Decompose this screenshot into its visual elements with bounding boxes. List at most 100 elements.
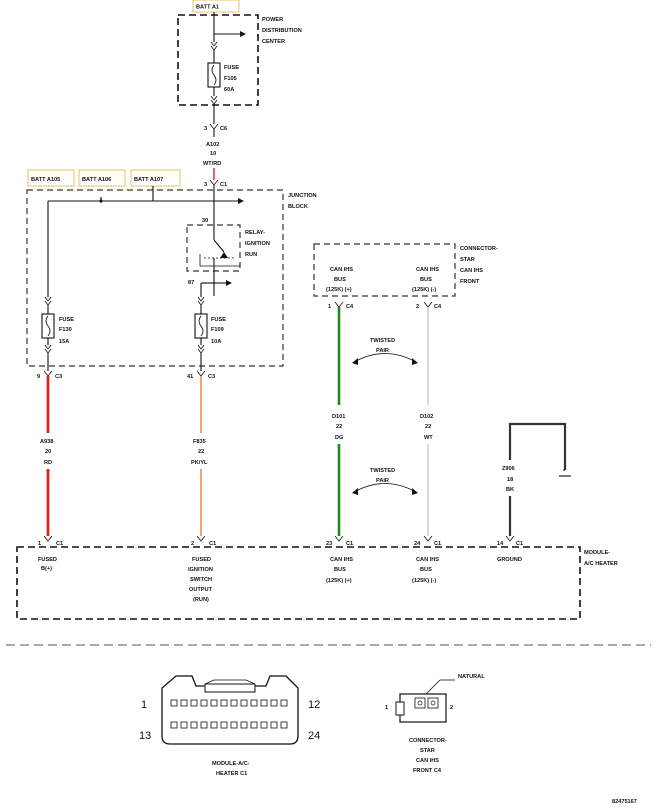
- d102-color: WT: [424, 435, 433, 441]
- svg-text:1: 1: [38, 541, 41, 547]
- module-pin-14: 14 C1 GROUND: [497, 535, 523, 563]
- pdc-label-1: POWER: [262, 17, 283, 23]
- a102-pin-bottom: 3: [204, 182, 207, 188]
- svg-text:(RUN): (RUN): [193, 597, 209, 603]
- connector-cavity: [190, 699, 198, 707]
- svg-text:HEATER C1: HEATER C1: [216, 771, 247, 777]
- batt-a106-box: [78, 169, 126, 187]
- svg-text:C1: C1: [516, 541, 523, 547]
- twisted-pair-1-line-2: PAIR: [376, 348, 389, 354]
- relay-label-2: IGNITION: [245, 241, 270, 247]
- relay-label-3: RUN: [245, 252, 257, 258]
- connector-cavity: [170, 721, 178, 729]
- connector-cavity: [270, 699, 278, 707]
- svg-text:1: 1: [385, 705, 388, 711]
- svg-text:24: 24: [414, 541, 421, 547]
- a102-conn-top: C6: [220, 126, 227, 132]
- svg-text:FUSED: FUSED: [192, 557, 211, 563]
- star-label-3: CAN IHS: [460, 268, 483, 274]
- connector-fork-icon: [423, 301, 433, 308]
- d102-gauge: 22: [425, 424, 431, 430]
- chevron-icon: [210, 41, 218, 51]
- connector-cavity: [210, 699, 218, 707]
- a102-color: WT/RD: [203, 161, 221, 167]
- relay-branch-arrow-icon: [226, 280, 232, 286]
- relay-switch-contact: [213, 239, 225, 253]
- fuse-f130-label-2: F130: [59, 327, 72, 333]
- svg-text:1: 1: [141, 699, 147, 711]
- connector-cavity: [280, 699, 288, 707]
- star-label-1: CONNECTOR-: [460, 246, 498, 252]
- svg-text:STAR: STAR: [420, 748, 435, 754]
- fuse-f105-label-1: FUSE: [224, 65, 239, 71]
- svg-text:GROUND: GROUND: [497, 557, 522, 563]
- jb-branch-arrow-icon: [238, 198, 244, 204]
- star-label-2: STAR: [460, 257, 475, 263]
- twisted-pair-2-line-2: PAIR: [376, 478, 389, 484]
- connector-cavity: [230, 721, 238, 729]
- connector-cavity: [240, 699, 248, 707]
- twisted-pair-1-arc: [353, 353, 417, 363]
- module-pin-24: 24 C1 CAN IHS BUS (125K) (-): [412, 535, 441, 584]
- star-left-3: (125K) (+): [326, 287, 352, 293]
- connector-cavity: [280, 721, 288, 729]
- pdc-branch-arrow-icon: [240, 31, 246, 37]
- twisted-pair-1-line-1: TWISTED: [370, 338, 395, 344]
- star-pin-left: 1: [328, 304, 331, 310]
- module-pin-1: 1 C1 FUSED B(+): [38, 535, 63, 572]
- fuse-f105-label-2: F105: [224, 76, 237, 82]
- svg-text:2: 2: [450, 705, 453, 711]
- star-left-2: BUS: [334, 277, 346, 283]
- connector-cavity: [180, 721, 188, 729]
- module-pin-23: 23 C1 CAN IHS BUS (125K) (+): [326, 535, 353, 584]
- relay-pin-30: 30: [202, 218, 208, 224]
- f835-pin: 41: [187, 374, 193, 380]
- chevron-icon: [197, 344, 205, 354]
- connector-cavity: [270, 721, 278, 729]
- chevron-icon: [44, 296, 52, 306]
- connector-cavity: [240, 721, 248, 729]
- svg-text:(125K) (-): (125K) (-): [412, 578, 436, 584]
- twisted-pair-2-arc: [353, 483, 417, 493]
- connector-cavity: [190, 721, 198, 729]
- svg-text:SWITCH: SWITCH: [190, 577, 212, 583]
- batt-a105-box: [27, 169, 75, 187]
- connector-cavity: [230, 699, 238, 707]
- batt-a1-label-box: [192, 0, 240, 13]
- svg-text:MODULE-A/C-: MODULE-A/C-: [212, 761, 250, 767]
- svg-text:CAN IHS: CAN IHS: [330, 557, 353, 563]
- junction-block-box: [26, 189, 284, 367]
- svg-text:14: 14: [497, 541, 504, 547]
- svg-text:C1: C1: [346, 541, 353, 547]
- a102-pin-top: 3: [204, 126, 207, 132]
- fuse-f130-label-3: 15A: [59, 339, 69, 345]
- connector-cavity: [260, 699, 268, 707]
- fuse-f109-label-2: F109: [211, 327, 224, 333]
- f835-color: PK/YL: [191, 460, 208, 466]
- batt-a107-box: [130, 169, 181, 187]
- pdc-label-3: CENTER: [262, 39, 285, 45]
- relay-label-1: RELAY-: [245, 230, 265, 236]
- a938-color: RD: [44, 460, 52, 466]
- pdc-label-2: DISTRIBUTION: [262, 28, 302, 34]
- a938-circuit: A938: [40, 439, 53, 445]
- connector-cavity: [220, 699, 228, 707]
- svg-text:23: 23: [326, 541, 332, 547]
- connector-cavity: [200, 699, 208, 707]
- z906-circuit: Z906: [502, 466, 515, 472]
- svg-text:FUSED: FUSED: [38, 557, 57, 563]
- star-label-4: FRONT: [460, 279, 480, 285]
- a102-gauge: 10: [210, 151, 216, 157]
- connector-cavity: [250, 699, 258, 707]
- connector-fork-icon: [43, 370, 53, 377]
- connector-cavity: [220, 721, 228, 729]
- connector-fork-icon: [196, 370, 206, 377]
- svg-text:BUS: BUS: [420, 567, 432, 573]
- connector-cavity: [180, 699, 188, 707]
- chevron-icon: [197, 296, 205, 306]
- a938-pin: 9: [37, 374, 40, 380]
- twisted-pair-2-line-1: TWISTED: [370, 468, 395, 474]
- d101-gauge: 22: [336, 424, 342, 430]
- a102-conn-bottom: C1: [220, 182, 227, 188]
